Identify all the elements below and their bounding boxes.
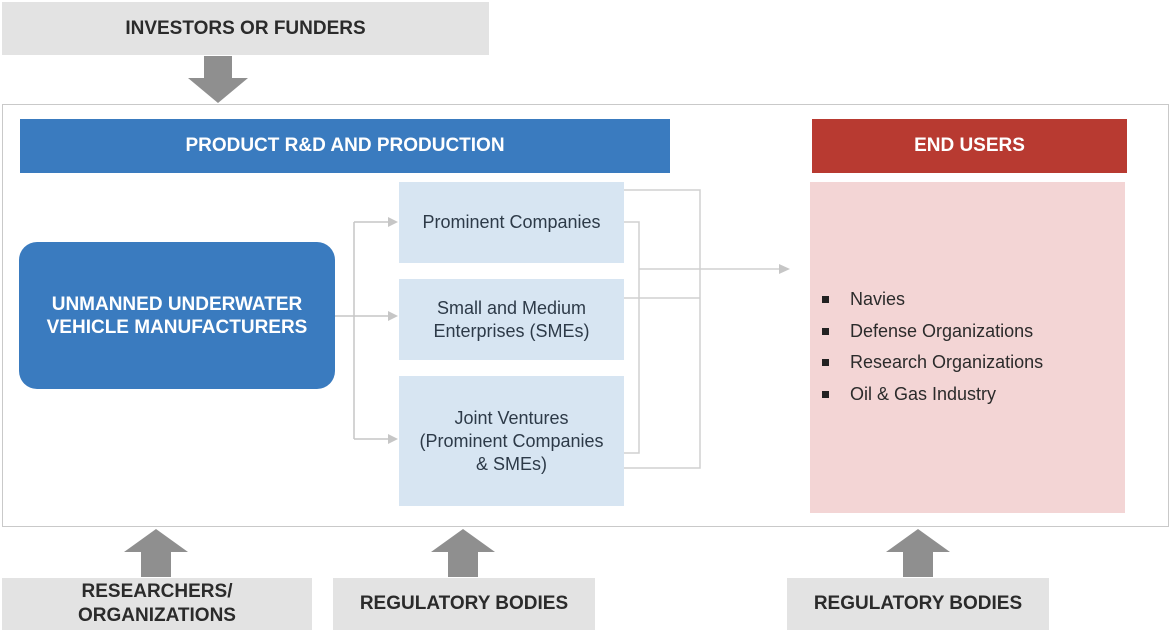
end-user-item: Navies	[822, 284, 1043, 316]
company-label-line: (Prominent Companies	[419, 430, 604, 451]
researchers-box: RESEARCHERS/ ORGANIZATIONS	[2, 578, 312, 630]
company-label-line: & SMEs)	[475, 453, 547, 474]
up-arrow-icon	[431, 529, 495, 577]
end-user-item: Oil & Gas Industry	[822, 379, 1043, 411]
bullet-icon	[822, 359, 829, 367]
company-box-smes: Small and Medium Enterprises (SMEs)	[399, 279, 624, 360]
bullet-icon	[822, 327, 829, 335]
investors-box: INVESTORS OR FUNDERS	[2, 2, 489, 55]
manufacturer-box: UNMANNED UNDERWATER VEHICLE MANUFACTURER…	[19, 242, 335, 389]
rd-production-label: PRODUCT R&D AND PRODUCTION	[185, 135, 505, 156]
regulatory-bodies-box-2: REGULATORY BODIES	[787, 578, 1049, 630]
connector-arrowheads	[388, 217, 398, 444]
end-users-label: END USERS	[914, 135, 1025, 156]
company-label-line: Enterprises (SMEs)	[433, 320, 590, 341]
company-brackets	[624, 189, 780, 469]
manufacturer-connectors	[335, 221, 388, 440]
company-box-prominent: Prominent Companies	[399, 182, 624, 263]
rd-production-header: PRODUCT R&D AND PRODUCTION	[20, 119, 670, 173]
end-user-item: Defense Organizations	[822, 316, 1043, 348]
up-arrow-icon	[886, 529, 950, 577]
bullet-icon	[822, 296, 829, 304]
company-label-line: Joint Ventures	[454, 407, 569, 428]
investors-label: INVESTORS OR FUNDERS	[125, 17, 366, 39]
researchers-line-1: RESEARCHERS/	[81, 581, 233, 602]
end-user-item: Research Organizations	[822, 347, 1043, 379]
end-users-panel: Navies Defense Organizations Research Or…	[810, 182, 1125, 513]
regulatory-bodies-label-1: REGULATORY BODIES	[359, 593, 569, 614]
manufacturer-line-2: VEHICLE MANUFACTURERS	[46, 316, 308, 338]
company-label-line: Small and Medium	[436, 297, 587, 318]
bullet-icon	[822, 390, 829, 398]
company-label-line: Prominent Companies	[422, 212, 601, 232]
end-users-list: Navies Defense Organizations Research Or…	[822, 284, 1043, 410]
company-box-joint-ventures: Joint Ventures (Prominent Companies & SM…	[399, 376, 624, 506]
manufacturer-line-1: UNMANNED UNDERWATER	[51, 293, 303, 315]
down-arrow-icon	[188, 56, 248, 103]
regulatory-bodies-label-2: REGULATORY BODIES	[813, 593, 1023, 614]
up-arrow-icon	[124, 529, 188, 577]
end-users-arrowhead	[779, 264, 790, 274]
end-users-header: END USERS	[812, 119, 1127, 173]
regulatory-bodies-box-1: REGULATORY BODIES	[333, 578, 595, 630]
researchers-line-2: ORGANIZATIONS	[78, 605, 236, 626]
